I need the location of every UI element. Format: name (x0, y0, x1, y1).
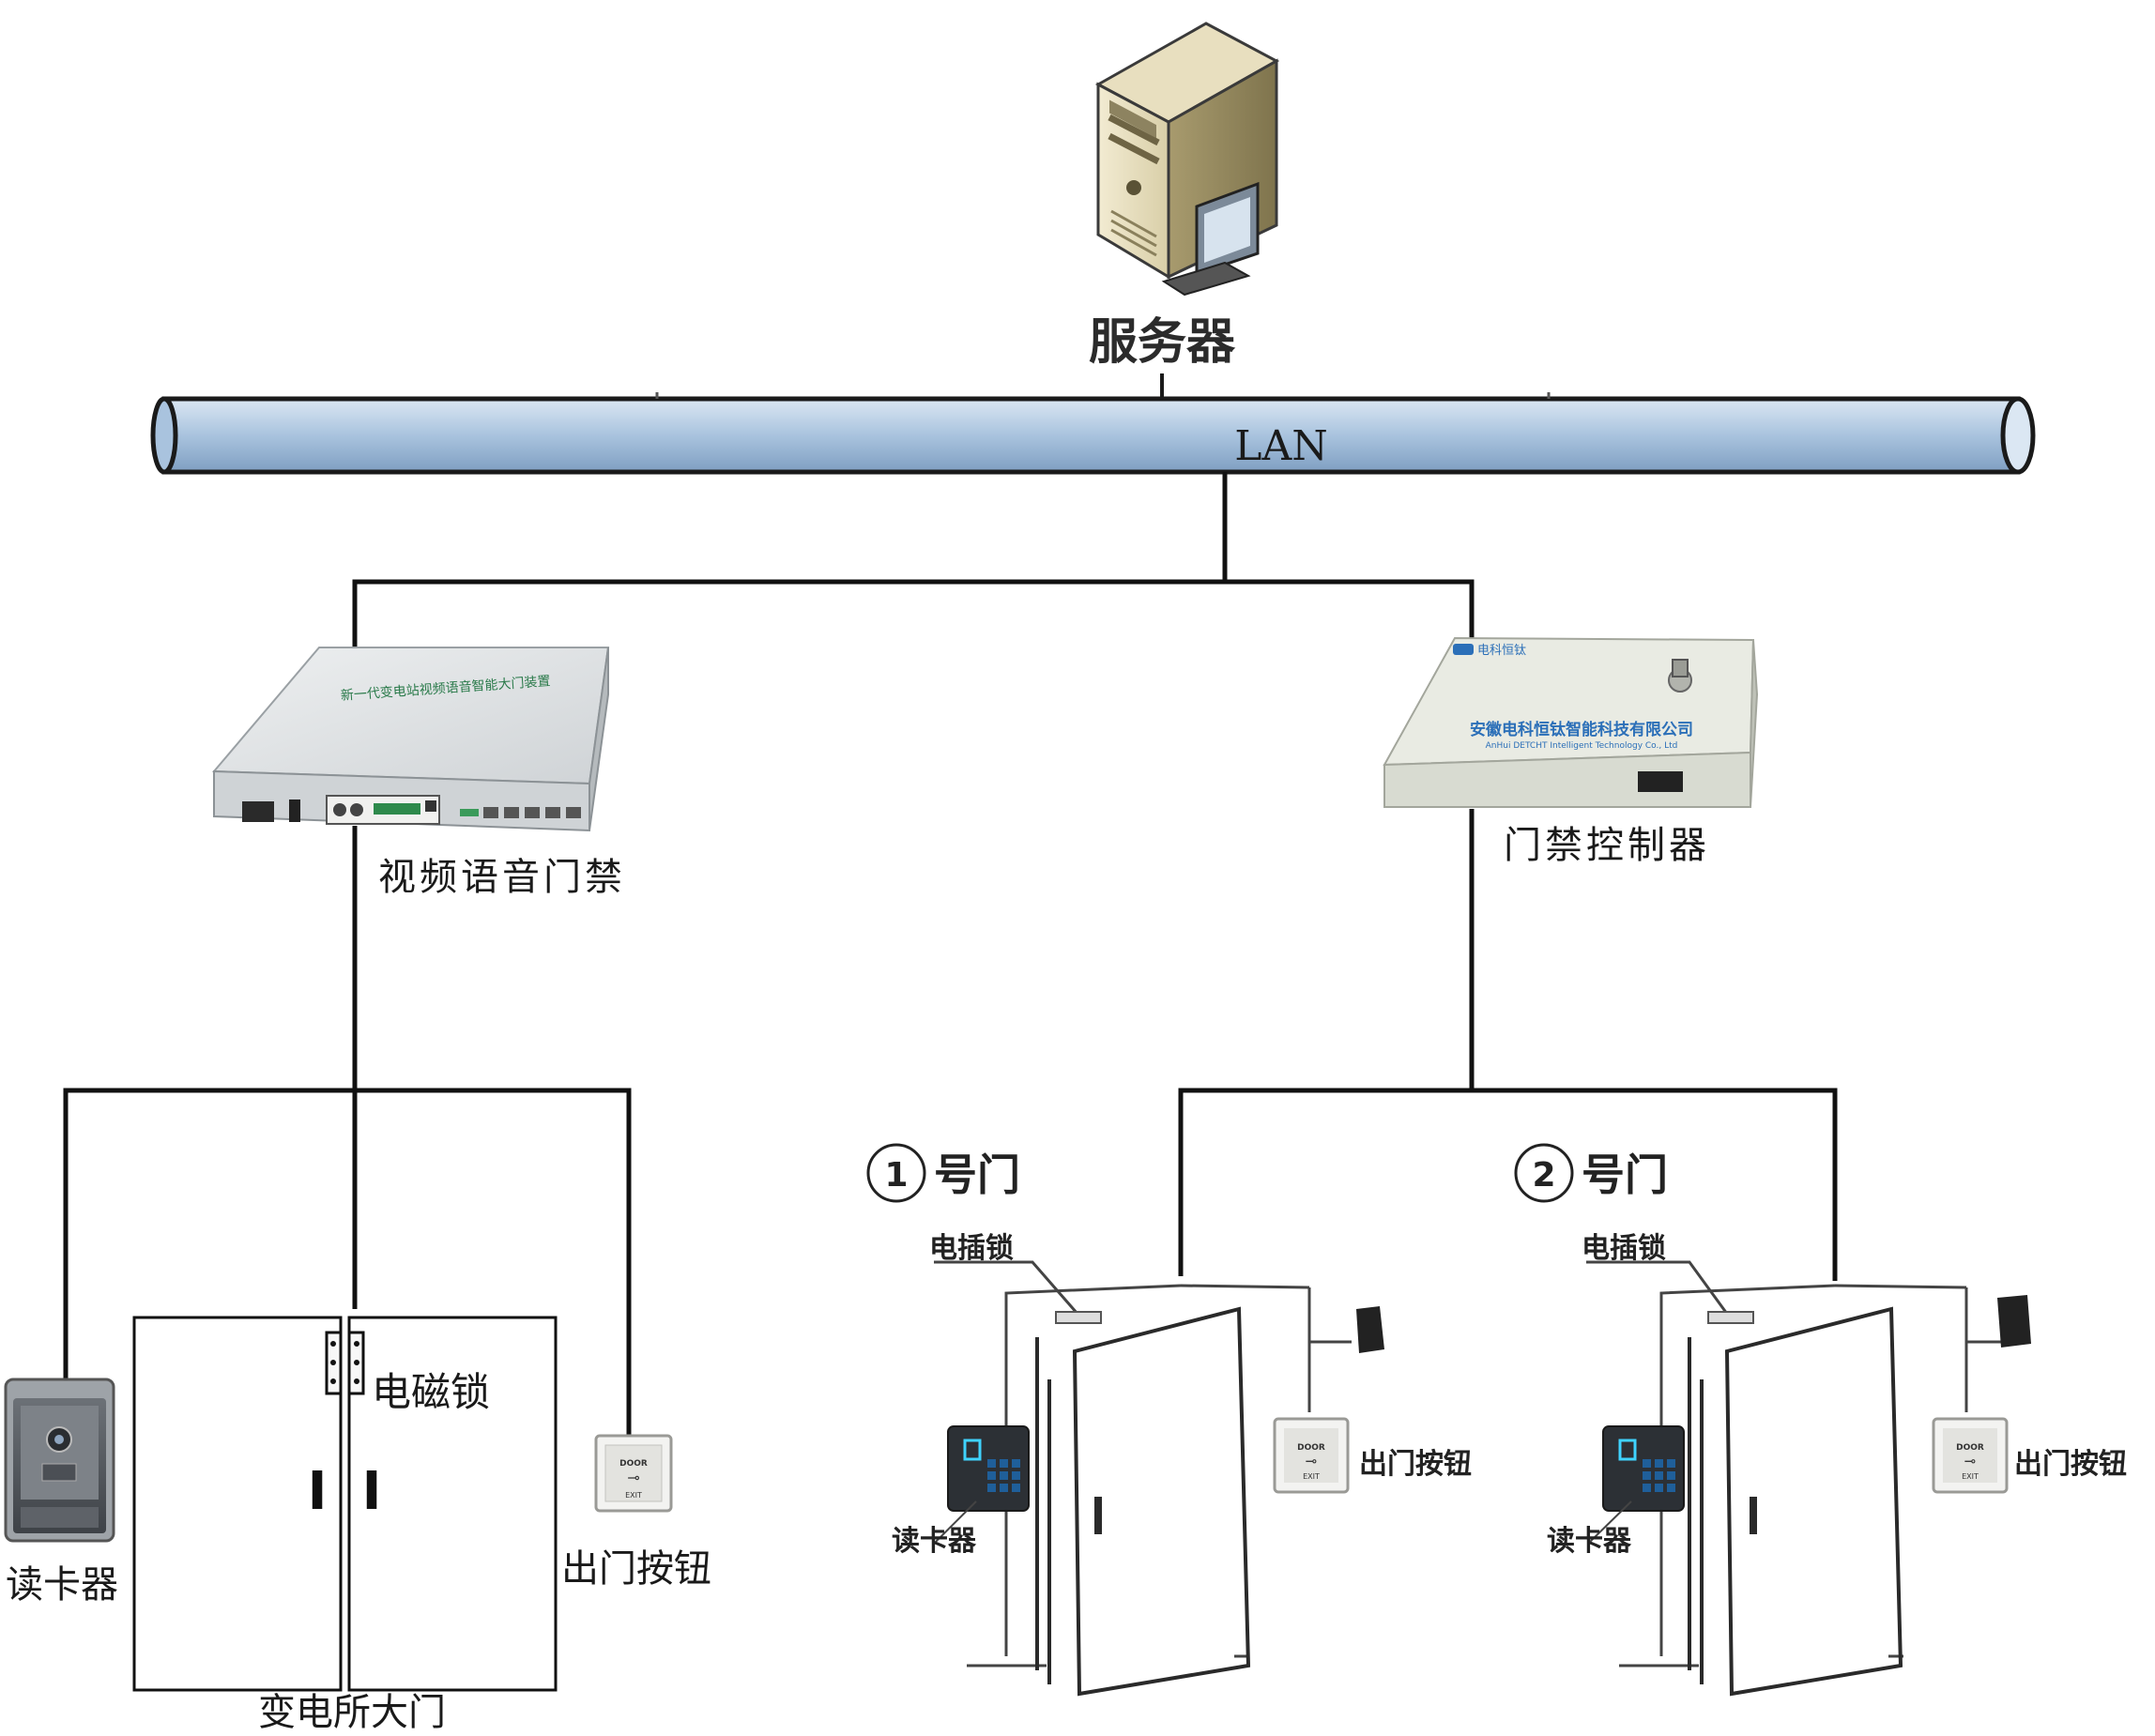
door1-exit-plate-key-icon: ⊸ (1306, 1453, 1318, 1470)
intercom-reader-icon (4, 1378, 115, 1543)
door2-exit-button-label: 出门按钮 (2014, 1448, 2127, 1481)
video-access-label: 视频语音门禁 (378, 856, 626, 899)
main-gate-label: 变电所大门 (258, 1691, 446, 1734)
controller-company-cn: 安徽电科恒钛智能科技有限公司 (1470, 720, 1693, 739)
door2-number: 2 (1532, 1156, 1555, 1195)
door2-door-icon (1688, 1306, 1903, 1697)
controller-logo-text: 电科恒钛 (1477, 644, 1526, 658)
door2-group: 2 号门 电插锁 读卡器 (1514, 1143, 2127, 1697)
door2-card-reader-label: 读卡器 (1547, 1525, 1632, 1558)
exit-plate-exit-text: EXIT (625, 1491, 642, 1500)
door2-exit-plate-text: DOOR (1956, 1443, 1984, 1453)
door1-exit-button-icon (1273, 1417, 1350, 1494)
door2-exit-plate-exit: EXIT (1962, 1472, 1979, 1481)
mag-lock-icon (325, 1331, 365, 1395)
mag-lock-label: 电磁锁 (372, 1369, 490, 1415)
server-label: 服务器 (1089, 314, 1236, 371)
door2-number-circle (1514, 1143, 1574, 1203)
door1-exit-plate-text: DOOR (1297, 1443, 1325, 1453)
door-bus-wires (1178, 1088, 1838, 1281)
main-gate-doors (132, 1316, 558, 1692)
server-icon (1094, 22, 1280, 297)
lan-bus (150, 392, 2036, 475)
door1-number: 1 (884, 1156, 908, 1195)
distribution-wires (352, 472, 1475, 652)
controller-company-en: AnHui DETCHT Intelligent Technology Co.,… (1486, 741, 1678, 751)
door1-number-circle (866, 1143, 926, 1203)
access-controller-device (1383, 636, 1759, 808)
controller-label: 门禁控制器 (1504, 824, 1710, 867)
door1-card-reader-label: 读卡器 (892, 1525, 977, 1558)
main-card-reader-label: 读卡器 (6, 1563, 118, 1607)
video-access-device (211, 647, 610, 832)
exit-button-icon (594, 1434, 673, 1513)
door2-exit-button-icon (1932, 1417, 2009, 1494)
lan-label: LAN (1234, 422, 1328, 470)
door1-group: 1 号门 电插锁 (866, 1143, 1472, 1697)
door2-exit-plate-key-icon: ⊸ (1964, 1453, 1977, 1470)
door1-door-icon (1035, 1306, 1251, 1697)
main-gate-wires (63, 1088, 632, 1440)
door2-card-reader-icon (1602, 1425, 1685, 1512)
door2-sensor-icon (1997, 1295, 2031, 1348)
door1-lock-label: 电插锁 (929, 1232, 1014, 1265)
exit-plate-door-text: DOOR (619, 1459, 648, 1469)
main-exit-button-label: 出门按钮 (561, 1547, 711, 1591)
door1-card-reader-icon (947, 1425, 1030, 1512)
door1-exit-plate-exit: EXIT (1303, 1472, 1320, 1481)
door2-title: 号门 (1582, 1150, 1668, 1200)
gate-handle-right: I (362, 1461, 382, 1522)
door1-exit-button-label: 出门按钮 (1359, 1448, 1472, 1481)
door1-title: 号门 (934, 1150, 1020, 1200)
door1-sensor-icon (1356, 1306, 1384, 1353)
exit-plate-key-icon: ⊸ (627, 1469, 639, 1486)
gate-handle-left: I (308, 1461, 328, 1522)
door2-lock-label: 电插锁 (1582, 1232, 1666, 1265)
